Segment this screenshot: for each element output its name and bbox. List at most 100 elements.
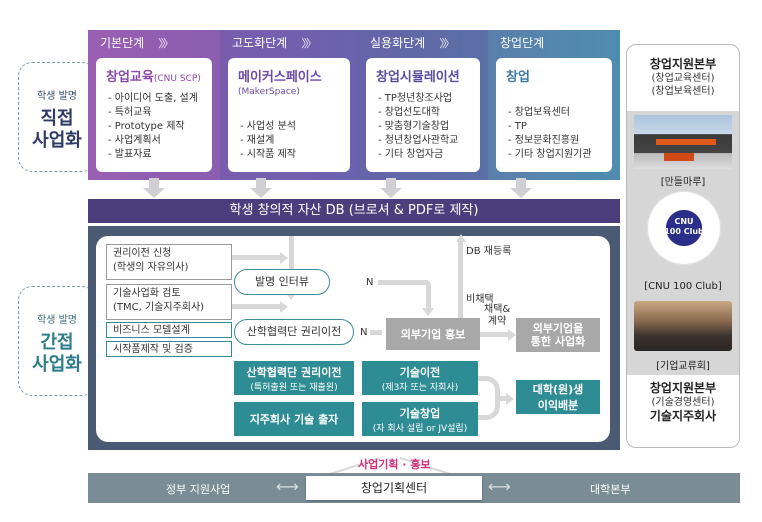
stage-item: - 특허교육 xyxy=(108,107,152,118)
connector xyxy=(289,236,294,296)
photo-caption: [만들마루] xyxy=(660,177,706,188)
stage-item: - TP청년창조사업 xyxy=(378,93,453,104)
stage-item: - TP xyxy=(508,121,527,132)
invention-interview-pill: 발명 인터뷰 xyxy=(234,269,330,295)
stage-item: - 아이디어 도출, 설계 xyxy=(108,93,198,104)
stage-item: - 창업선도대학 xyxy=(378,107,440,118)
direct-main-1: 직접 xyxy=(40,108,74,129)
stage-startup-title: 창업 xyxy=(506,70,530,85)
photo-caption: [CNU 100 Club] xyxy=(644,281,722,292)
no-label: N xyxy=(360,327,368,338)
stage-startup-card: 창업 - 창업보육센터 - TP - 정보문화진흥원 - 기타 창업지원기관 xyxy=(496,58,612,172)
stage-item: - 기타 창업지원기관 xyxy=(508,149,592,160)
connector xyxy=(458,240,463,318)
adopted-label: 채택& 계약 xyxy=(484,304,511,327)
stage-item: - 맞춤형기술창업 xyxy=(378,121,450,132)
indirect-sub: 학생 발명 xyxy=(37,315,77,326)
stage-basic-tab: 기본단계〉〉〉 xyxy=(100,36,174,50)
stage-item: - 사업계획서 xyxy=(108,135,161,146)
double-arrow-icon: ⟷ xyxy=(488,477,511,496)
stage-advanced: 고도화단계〉〉〉 메이커스페이스 (MakerSpace) - 사업성 분석 -… xyxy=(220,30,358,180)
rights-transfer-teal-box: 산학협력단 권리이전 (특허출원 또는 재출원) xyxy=(234,361,354,395)
stage-advanced-card: 메이커스페이스 (MakerSpace) - 사업성 분석 - 재설계 - 시작… xyxy=(228,58,350,172)
external-commercialization-box: 외부기업을 통한 사업화 xyxy=(516,318,600,352)
stage-practical-tab: 실용화단계〉〉〉 xyxy=(370,36,455,50)
right-top-title: 창업지원본부 xyxy=(649,57,717,71)
stage-item: - 청년창업사관학교 xyxy=(378,135,459,146)
stage-item: - 정보문화진흥원 xyxy=(508,135,580,146)
arrow-down-icon xyxy=(285,292,297,300)
tech-startup-teal-box: 기술창업 (자 회사 설립 or JV설립) xyxy=(362,402,478,436)
rights-transfer-request-box: 권리이전 신청 (학생의 자유의사) xyxy=(106,244,232,280)
merge-connector xyxy=(478,376,500,420)
promo-label: 사업기획 · 홍보 xyxy=(358,458,431,471)
stage-startup: 창업단계 창업 - 창업보육센터 - TP - 정보문화진흥원 - 기타 창업지… xyxy=(488,30,620,180)
db-reregister-label: DB 재등록 xyxy=(466,246,512,257)
photo-caption: [기업교류회] xyxy=(656,361,710,372)
chevron-icon: 〉〉〉 xyxy=(439,37,455,50)
holding-investment-teal-box: 지주회사 기술 출자 xyxy=(234,402,354,436)
stage-item: - 재설계 xyxy=(240,135,275,146)
chevron-icon: 〉〉〉 xyxy=(301,37,317,50)
building-photo xyxy=(634,115,732,169)
promo-wedge xyxy=(329,452,451,475)
business-model-box: 비즈니스 모델설계 xyxy=(106,322,232,338)
connector xyxy=(232,304,282,309)
gov-support-label: 정부 지원사업 xyxy=(166,483,231,496)
down-arrow-icon xyxy=(380,178,402,200)
arrow-right-icon xyxy=(506,393,514,405)
prototype-box: 시작품제작 및 검증 xyxy=(106,341,232,357)
indirect-main-1: 간접 xyxy=(40,332,74,353)
indirect-commercialization-label: 학생 발명 간접 사업화 xyxy=(18,286,96,396)
stage-practical: 실용화단계〉〉〉 창업시뮬레이션 - TP청년창조사업 - 창업선도대학 - 맞… xyxy=(358,30,488,180)
arrow-right-icon xyxy=(280,252,288,264)
not-adopted-label: 비채택 xyxy=(466,294,494,305)
meeting-photo xyxy=(634,301,732,351)
rights-transfer-pill: 산학협력단 권리이전 xyxy=(234,319,354,345)
stage-basic-title: 창업교육 xyxy=(106,70,154,85)
stage-item: - Prototype 제작 xyxy=(108,121,185,132)
stage-item: - 기타 창업자금 xyxy=(378,149,444,160)
stage-item: - 발표자료 xyxy=(108,149,152,160)
db-banner: 학생 창의적 자산 DB (브로셔 & PDF로 제작) xyxy=(88,199,620,223)
stage-item: - 사업성 분석 xyxy=(240,121,296,132)
connector xyxy=(480,332,510,337)
tech-review-box: 기술사업화 검토 (TMC, 기술지주회사) xyxy=(106,284,232,320)
down-arrow-icon xyxy=(250,178,272,200)
university-hq-label: 대학본부 xyxy=(590,483,631,496)
connector xyxy=(498,396,508,401)
indirect-main-2: 사업화 xyxy=(32,354,82,375)
direct-commercialization-label: 학생 발명 직접 사업화 xyxy=(18,62,96,172)
down-arrow-icon xyxy=(510,178,532,200)
connector xyxy=(232,255,282,260)
profit-share-box: 대학(원)생 이익배분 xyxy=(516,380,600,414)
direct-sub: 학생 발명 xyxy=(37,91,77,102)
stage-basic-card: 창업교육(CNU SCP) - 아이디어 도출, 설계 - 특허교육 - Pro… xyxy=(96,58,212,172)
connector xyxy=(426,280,431,310)
arrow-right-icon xyxy=(280,301,288,313)
arrow-right-icon xyxy=(508,329,516,341)
stage-item: - 창업보육센터 xyxy=(508,107,570,118)
chevron-icon: 〉〉〉 xyxy=(158,37,174,50)
stage-practical-title: 창업시뮬레이션 xyxy=(376,70,460,85)
stage-item: - 시작품 제작 xyxy=(240,149,296,160)
arrow-down-icon xyxy=(422,308,434,316)
external-promotion-box: 외부기업 홍보 xyxy=(386,318,480,350)
connector xyxy=(370,330,382,335)
stage-startup-tab: 창업단계 xyxy=(500,36,545,50)
direct-main-2: 사업화 xyxy=(32,130,82,151)
tech-transfer-teal-box: 기술이전 (제3자 또는 자회사) xyxy=(362,361,478,395)
arrow-up-icon xyxy=(456,234,466,242)
stage-advanced-title: 메이커스페이스 xyxy=(238,70,322,85)
stage-basic: 기본단계〉〉〉 창업교육(CNU SCP) - 아이디어 도출, 설계 - 특허… xyxy=(88,30,220,180)
connector xyxy=(378,280,428,285)
stage-advanced-subtitle: (MakerSpace) xyxy=(238,87,300,97)
startup-planning-center: 창업기획센터 xyxy=(306,476,482,500)
double-arrow-icon: ⟷ xyxy=(276,477,299,496)
down-arrow-icon xyxy=(143,178,165,200)
stage-practical-card: 창업시뮬레이션 - TP청년창조사업 - 창업선도대학 - 맞춤형기술창업 - … xyxy=(366,58,480,172)
no-label: N xyxy=(366,277,374,288)
